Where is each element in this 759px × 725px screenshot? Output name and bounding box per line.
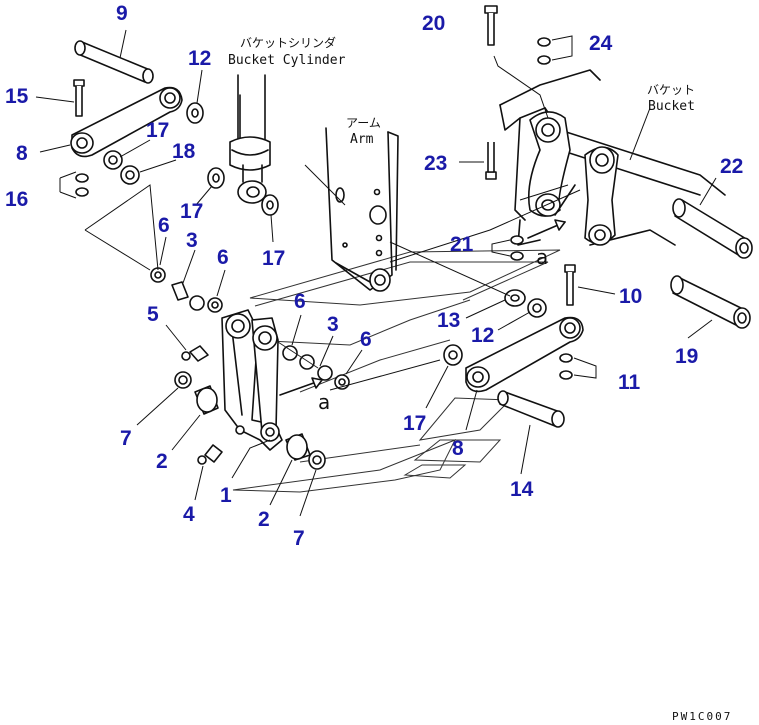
callout-17: 17 [180,200,203,223]
callout-17: 17 [403,412,426,435]
bucket-cylinder [229,74,271,204]
side-link-right [465,316,584,393]
callout-5: 5 [147,303,159,326]
callout-3: 3 [327,313,339,336]
callout-12: 12 [188,47,211,70]
callout-23: 23 [424,152,447,175]
callout-17: 17 [262,247,285,270]
callout-10: 10 [619,285,642,308]
callout-20: 20 [422,12,445,35]
callout-17: 17 [146,119,169,142]
callout-12: 12 [471,324,494,347]
callout-8: 8 [16,142,28,165]
callout-15: 15 [5,85,29,108]
bolts [73,5,576,306]
pin-22 [672,198,753,259]
callout-6: 6 [360,328,372,351]
callout-11: 11 [618,371,641,394]
pin-19 [670,275,751,329]
callout-22: 22 [720,155,743,178]
arm-label-en: Arm [350,132,374,147]
callout-24: 24 [589,32,613,55]
figure-code: PW1C007 [672,710,732,723]
callout-2: 2 [258,508,270,531]
callout-6: 6 [158,214,170,237]
callout-9: 9 [116,2,128,25]
bucket-label-en: Bucket [648,99,695,114]
callout-6: 6 [217,246,229,269]
callout-6: 6 [294,290,306,313]
callout-2: 2 [156,450,168,473]
grease-fittings [181,345,245,465]
bucket-label-jp: バケット [647,83,695,97]
callout-18: 18 [172,140,196,163]
callout-1: 1 [220,484,232,507]
callout-8: 8 [452,437,464,460]
pin-14 [497,390,565,428]
bucket-cylinder-label-jp: バケットシリンダ [240,35,336,50]
arm-label-jp: アーム [346,116,381,130]
bucket [499,69,726,246]
callout-21: 21 [450,233,474,256]
callout-3: 3 [186,229,198,252]
callout-numbers: 9 15 8 16 17 18 12 17 17 6 3 6 5 7 2 4 1… [5,2,743,550]
callout-7: 7 [120,427,132,450]
arm [325,127,399,292]
pin-9 [74,40,154,84]
connection-mark-a: a [536,245,548,269]
connection-arrows [279,219,566,396]
leader-lines [35,29,717,517]
callout-13: 13 [437,309,460,332]
bucket-cylinder-label-en: Bucket Cylinder [228,53,346,68]
connection-mark-a: a [318,390,330,414]
callout-7: 7 [293,527,305,550]
callout-16: 16 [5,188,28,211]
side-link-left [70,86,183,158]
link-assembly [221,309,283,451]
ghost-outline [232,249,561,493]
callout-4: 4 [183,503,195,526]
callout-19: 19 [675,345,698,368]
callout-14: 14 [510,478,534,501]
nuts [59,35,597,380]
